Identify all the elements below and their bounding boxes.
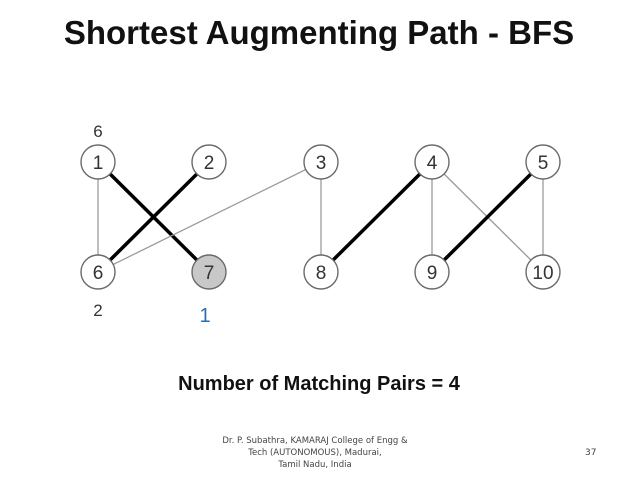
node-label: 6 xyxy=(93,263,104,284)
node-6-label: 2 xyxy=(93,301,102,320)
node-label: 1 xyxy=(93,153,104,174)
graph-node: 6 xyxy=(80,254,116,290)
graph-node: 8 xyxy=(303,254,339,290)
node-label: 10 xyxy=(532,263,553,284)
node-circle xyxy=(414,254,450,290)
graph-node: 10 xyxy=(525,254,561,290)
node-circle xyxy=(525,144,561,180)
graph-node: 4 xyxy=(414,144,450,180)
node-circle xyxy=(80,254,116,290)
matched-edge xyxy=(96,160,211,274)
node-label: 3 xyxy=(316,153,327,174)
node-circle xyxy=(303,254,339,290)
node-1-label: 6 xyxy=(93,122,102,141)
node-label: 7 xyxy=(204,263,215,284)
graph-node: 2 xyxy=(191,144,227,180)
node-label: 2 xyxy=(204,153,215,174)
footer-line: Tamil Nadu, India xyxy=(278,460,352,470)
node-circle xyxy=(191,254,227,290)
footer-line: Dr. P. Subathra, KAMARAJ College of Engg… xyxy=(222,436,408,446)
graph-node: 5 xyxy=(525,144,561,180)
page-number: 37 xyxy=(585,448,597,458)
matching-count-caption: Number of Matching Pairs = 4 xyxy=(178,373,460,395)
graph-edge xyxy=(97,161,322,273)
node-label: 9 xyxy=(427,263,438,284)
node-circle xyxy=(303,144,339,180)
graph-node: 1 xyxy=(80,144,116,180)
node-circle xyxy=(525,254,561,290)
node-circle xyxy=(191,144,227,180)
node-label: 4 xyxy=(427,153,438,174)
footer-line: Tech (AUTONOMOUS), Madurai, xyxy=(248,448,382,458)
matched-edge xyxy=(319,160,434,274)
node-circle xyxy=(80,144,116,180)
node-7-label: 1 xyxy=(199,305,210,327)
footer-credit: Dr. P. Subathra, KAMARAJ College of Engg… xyxy=(200,435,430,471)
matched-edge xyxy=(430,160,545,274)
node-label: 8 xyxy=(316,263,327,284)
graph-node: 7 xyxy=(191,254,227,290)
node-circle xyxy=(414,144,450,180)
graph-node: 3 xyxy=(303,144,339,180)
node-label: 5 xyxy=(538,153,549,174)
graph-node: 9 xyxy=(414,254,450,290)
slide-title: Shortest Augmenting Path - BFS xyxy=(63,14,575,51)
